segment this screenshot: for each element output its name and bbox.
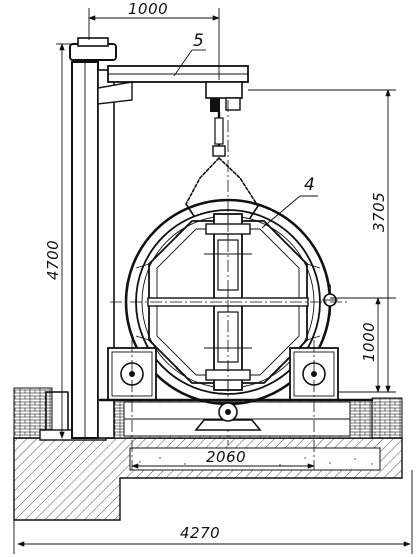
dimension-support-spacing: 2060: [131, 448, 315, 469]
column-height-label: 4700: [44, 240, 62, 280]
jib-crane: [39, 37, 259, 441]
axis-height-label: 1000: [360, 322, 378, 362]
callout-crane: 5: [173, 31, 206, 77]
roller-supports: [98, 340, 374, 470]
callout-crane-number: 5: [193, 31, 204, 51]
callout-drum-number: 4: [304, 175, 315, 195]
boom-reach-label: 1000: [128, 0, 168, 18]
drum-frame: [110, 100, 350, 445]
overall-width-label: 4270: [180, 524, 220, 542]
dimension-column-height: 4700: [44, 43, 72, 439]
support-spacing-label: 2060: [206, 448, 246, 466]
dimension-boom-reach: 1000: [88, 0, 220, 80]
hook-height-label: 3705: [370, 192, 388, 232]
dimension-hook-height: 3705: [248, 89, 396, 393]
dimension-overall-width: 4270: [13, 470, 413, 554]
dimension-axis-height: 1000: [330, 297, 396, 393]
callout-drum: 4: [261, 175, 318, 229]
